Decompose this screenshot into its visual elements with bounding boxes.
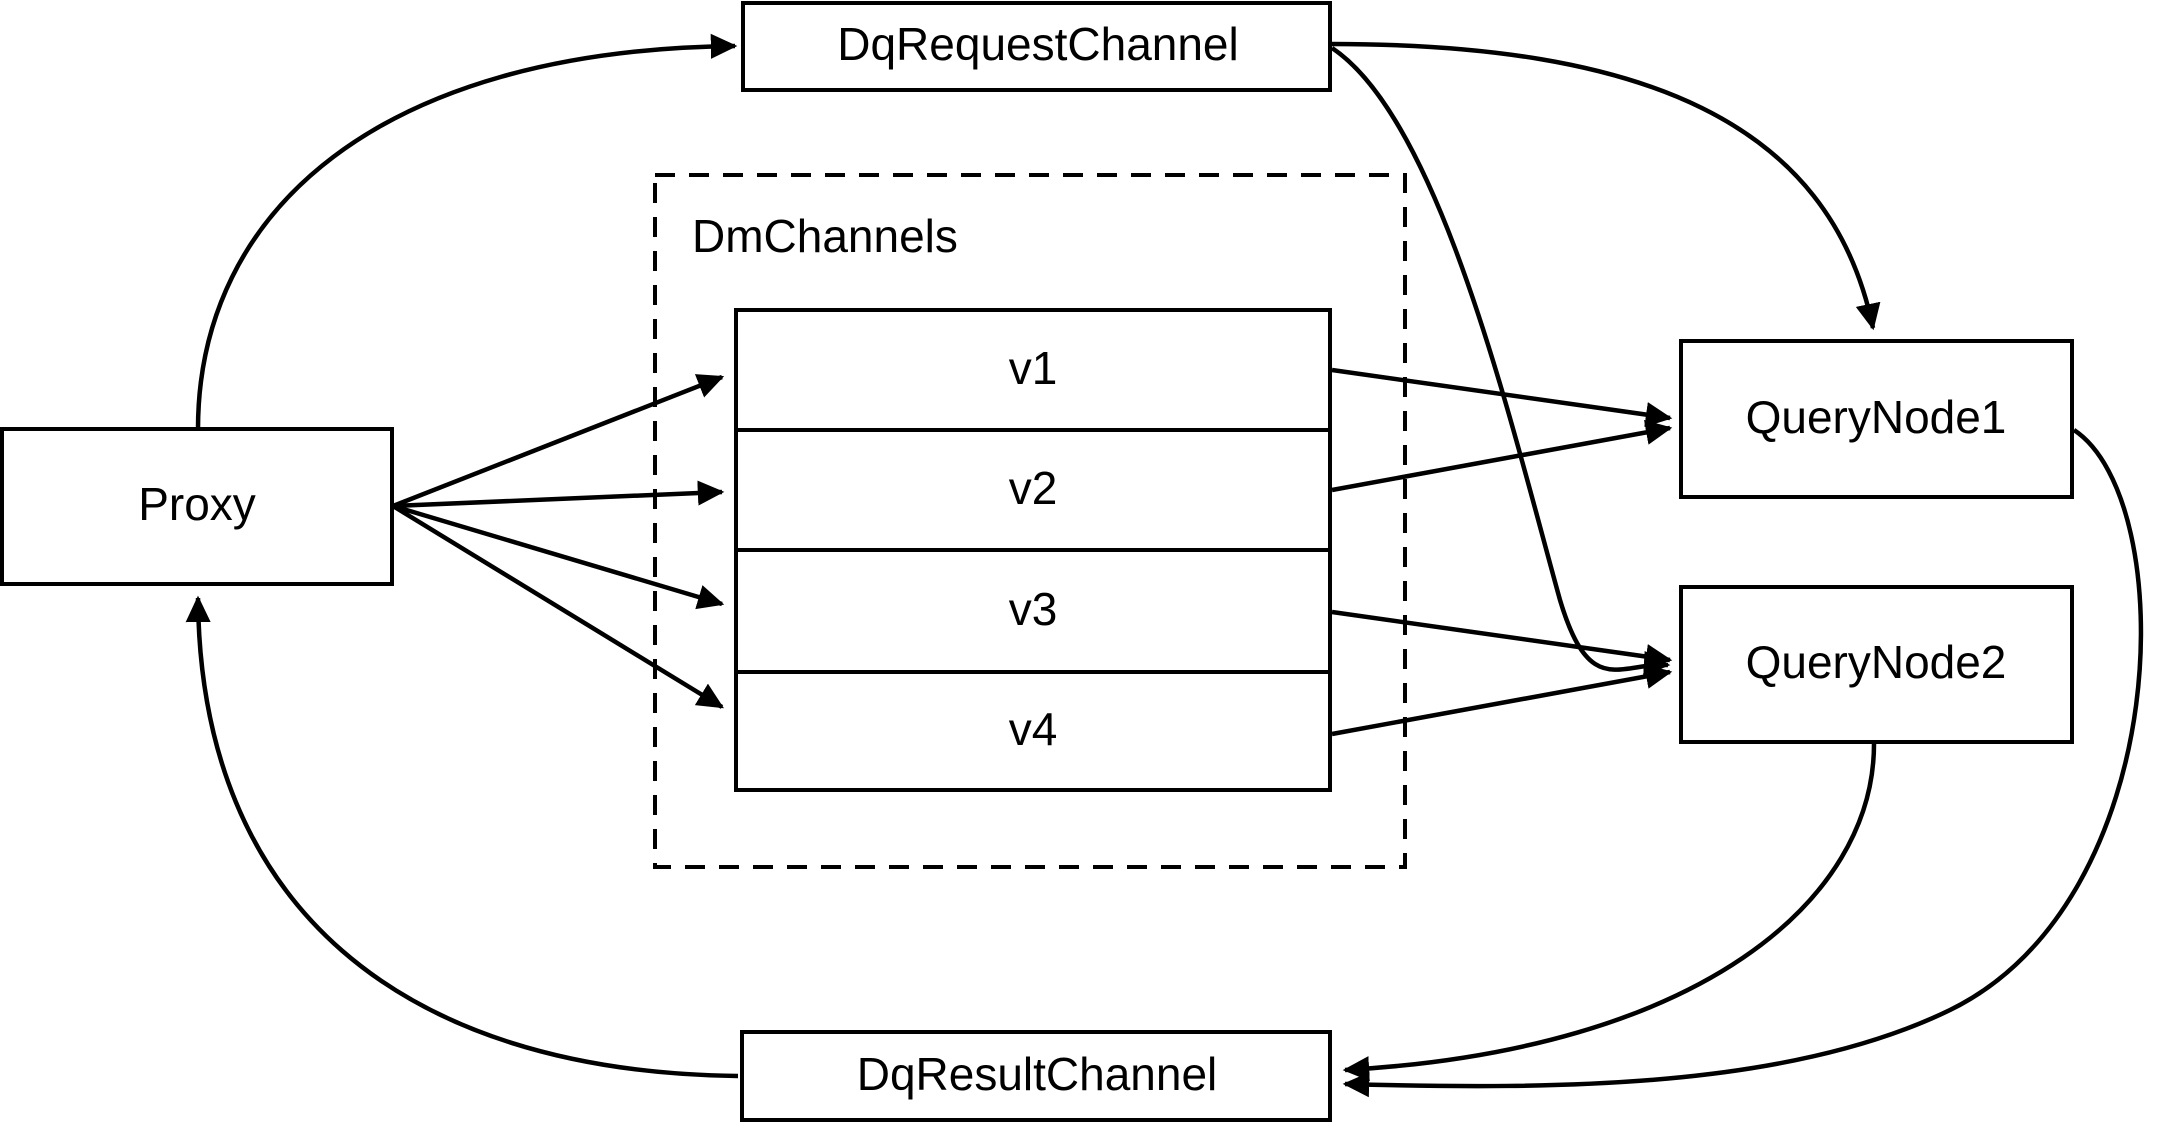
querynode1-label: QueryNode1 [1746, 391, 2007, 443]
querynode2-label: QueryNode2 [1746, 636, 2007, 688]
edge-dqrequestchannel-to-querynode1 [1331, 41, 1881, 331]
shard-label-v1: v1 [1009, 342, 1058, 394]
proxy-box[interactable] [0, 427, 394, 586]
edge-querynode1-to-dqresultchannel [1342, 428, 2144, 1098]
edge-proxy-to-shard-v2 [392, 480, 725, 509]
edge-proxy-to-shard-v3 [392, 503, 725, 610]
dmchannels-group-box [653, 173, 1407, 869]
shard-label-v2: v2 [1009, 462, 1058, 514]
edge-proxy-to-shard-v1 [392, 374, 725, 509]
querynode2-box[interactable] [1679, 585, 2074, 744]
edge-shard-v3-to-querynode2 [1331, 609, 1673, 670]
edge-querynode2-to-dqresultchannel [1342, 743, 1877, 1082]
proxy-label: Proxy [138, 478, 256, 530]
edge-proxy-to-dqrequestchannel [195, 33, 738, 430]
querynode1-box[interactable] [1679, 339, 2074, 499]
dqrequestchannel-box[interactable] [741, 1, 1332, 92]
edge-proxy-to-shard-v4 [391, 504, 724, 709]
dqrequestchannel-label: DqRequestChannel [837, 18, 1239, 70]
edge-shard-v1-to-querynode1 [1331, 367, 1673, 428]
dqresultchannel-box[interactable] [740, 1030, 1332, 1122]
edge-shard-v4-to-querynode2 [1331, 664, 1673, 737]
edge-dqresultchannel-to-proxy [185, 595, 739, 1079]
edge-shard-v2-to-querynode1 [1331, 420, 1673, 493]
shard-label-v3: v3 [1009, 583, 1058, 635]
dqresultchannel-label: DqResultChannel [857, 1048, 1218, 1100]
dmchannels-group-label: DmChannels [692, 210, 958, 262]
shard-label-v4: v4 [1009, 703, 1058, 755]
edge-dqrequestchannel-to-querynode2 [1330, 46, 1671, 677]
